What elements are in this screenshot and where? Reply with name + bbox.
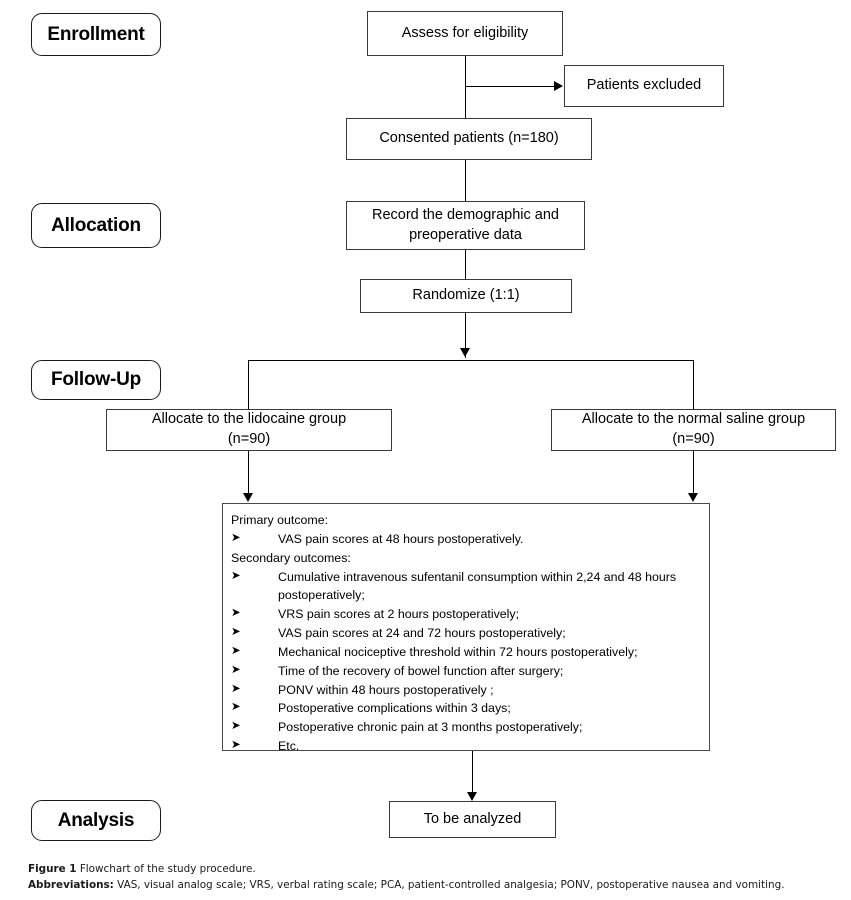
node-outcomes-panel: Primary outcome: ➤ VAS pain scores at 48… — [222, 503, 710, 753]
node-allocate-lidocaine-group-text: Allocate to the lidocaine group (n=90) — [151, 411, 347, 447]
stage-label-analysis: Analysis — [31, 800, 161, 841]
stage-label-allocation: Allocation — [31, 203, 161, 248]
outcomes-secondary-item-text: VRS pain scores at 2 hours postoperative… — [278, 607, 520, 622]
connector-assess-to-consented — [465, 56, 466, 118]
stage-label-enrollment-text: Enrollment — [47, 23, 145, 45]
arrow-down-to-analyzed-icon — [467, 792, 477, 801]
outcomes-secondary-item: ➤ Cumulative intravenous sufentanil cons… — [231, 568, 701, 606]
outcomes-secondary-item-text: Postoperative complications within 3 day… — [278, 701, 511, 716]
stage-label-followup: Follow-Up — [31, 360, 161, 400]
stage-label-analysis-text: Analysis — [57, 809, 135, 831]
arrow-down-saline-to-outcomes-icon — [688, 493, 698, 502]
outcomes-secondary-item: ➤ Mechanical nociceptive threshold withi… — [231, 643, 701, 662]
outcomes-secondary-item-text: PONV within 48 hours postoperatively ; — [278, 682, 494, 697]
bullet-arrow-icon: ➤ — [231, 531, 241, 544]
connector-randomize-down — [465, 313, 466, 358]
stage-label-followup-text: Follow-Up — [50, 369, 141, 390]
outcomes-secondary-list: ➤ Cumulative intravenous sufentanil cons… — [231, 568, 701, 756]
outcomes-secondary-item-text: Mechanical nociceptive threshold within … — [278, 644, 638, 659]
outcomes-secondary-item-text: Time of the recovery of bowel function a… — [278, 663, 564, 678]
node-allocate-lidocaine-group: Allocate to the lidocaine group (n=90) — [106, 409, 392, 451]
figure-caption-line-1: Figure 1 Flowchart of the study procedur… — [28, 862, 828, 878]
outcomes-secondary-item-text: Cumulative intravenous sufentanil consum… — [278, 569, 677, 603]
outcomes-primary-item-text: VAS pain scores at 48 hours postoperativ… — [278, 531, 524, 546]
node-assess-for-eligibility-text: Assess for eligibility — [401, 24, 529, 41]
stage-label-enrollment: Enrollment — [31, 13, 161, 56]
node-randomize: Randomize (1:1) — [360, 279, 572, 313]
outcomes-secondary-item: ➤ Postoperative complications within 3 d… — [231, 699, 701, 718]
arrow-right-to-excluded-icon — [554, 81, 563, 91]
connector-consented-to-record — [465, 160, 466, 201]
outcomes-secondary-item-text: Postoperative chronic pain at 3 months p… — [278, 720, 583, 735]
bullet-arrow-icon: ➤ — [231, 569, 241, 582]
node-patients-excluded: Patients excluded — [564, 65, 724, 107]
figure-caption-line-2: Abbreviations: VAS, visual analog scale;… — [28, 878, 828, 894]
bullet-arrow-icon: ➤ — [231, 663, 241, 676]
node-allocate-saline-group: Allocate to the normal saline group (n=9… — [551, 409, 836, 451]
bullet-arrow-icon: ➤ — [231, 701, 241, 714]
node-assess-for-eligibility: Assess for eligibility — [367, 11, 563, 56]
connector-split-bus — [248, 360, 693, 361]
node-to-be-analyzed-text: To be analyzed — [423, 810, 522, 827]
bullet-arrow-icon: ➤ — [231, 607, 241, 620]
node-to-be-analyzed: To be analyzed — [389, 801, 556, 838]
outcomes-primary-list: ➤ VAS pain scores at 48 hours postoperat… — [231, 530, 701, 549]
node-randomize-text: Randomize (1:1) — [412, 287, 520, 304]
connector-bus-to-saline — [693, 360, 694, 409]
figure-caption: Figure 1 Flowchart of the study procedur… — [28, 862, 828, 893]
arrow-down-to-split-icon — [460, 348, 470, 357]
outcomes-primary-heading: Primary outcome: — [231, 513, 329, 527]
bullet-arrow-icon: ➤ — [231, 720, 241, 733]
bullet-arrow-icon: ➤ — [231, 739, 241, 752]
node-record-demographic-data: Record the demographic and preoperative … — [346, 201, 585, 250]
figure-caption-text: Flowchart of the study procedure. — [76, 863, 256, 875]
node-consented-patients: Consented patients (n=180) — [346, 118, 592, 160]
figure-caption-label: Figure 1 — [28, 863, 77, 875]
outcomes-secondary-item: ➤ VAS pain scores at 24 and 72 hours pos… — [231, 624, 701, 643]
outcomes-secondary-item: ➤ Etc. — [231, 737, 701, 756]
bullet-arrow-icon: ➤ — [231, 644, 241, 657]
bullet-arrow-icon: ➤ — [231, 626, 241, 639]
connector-branch-to-excluded — [465, 86, 554, 87]
outcomes-secondary-item-text: VAS pain scores at 24 and 72 hours posto… — [278, 626, 566, 641]
bullet-arrow-icon: ➤ — [231, 682, 241, 695]
node-allocate-saline-group-text: Allocate to the normal saline group (n=9… — [581, 411, 806, 447]
outcomes-secondary-item-text: Etc. — [278, 739, 300, 754]
stage-label-allocation-text: Allocation — [51, 214, 141, 236]
node-consented-patients-text: Consented patients (n=180) — [379, 130, 559, 147]
outcomes-primary-item: ➤ VAS pain scores at 48 hours postoperat… — [231, 530, 701, 549]
connector-saline-to-outcomes — [693, 451, 694, 494]
node-patients-excluded-text: Patients excluded — [586, 77, 702, 94]
node-record-demographic-data-text: Record the demographic and preoperative … — [371, 206, 559, 243]
connector-outcomes-to-analyzed — [472, 751, 473, 793]
abbreviations-label: Abbreviations: — [28, 878, 114, 891]
connector-lidocaine-to-outcomes — [248, 451, 249, 494]
abbreviations-text: VAS, visual analog scale; VRS, verbal ra… — [113, 878, 785, 891]
outcomes-secondary-item: ➤ Postoperative chronic pain at 3 months… — [231, 718, 701, 737]
outcomes-secondary-item: ➤ VRS pain scores at 2 hours postoperati… — [231, 605, 701, 624]
connector-bus-to-lidocaine — [248, 360, 249, 409]
outcomes-secondary-heading: Secondary outcomes: — [231, 550, 351, 565]
outcomes-secondary-item: ➤ Time of the recovery of bowel function… — [231, 662, 701, 681]
outcomes-secondary-item: ➤ PONV within 48 hours postoperatively ; — [231, 681, 701, 700]
connector-record-to-randomize — [465, 250, 466, 279]
arrow-down-lidocaine-to-outcomes-icon — [243, 493, 253, 502]
